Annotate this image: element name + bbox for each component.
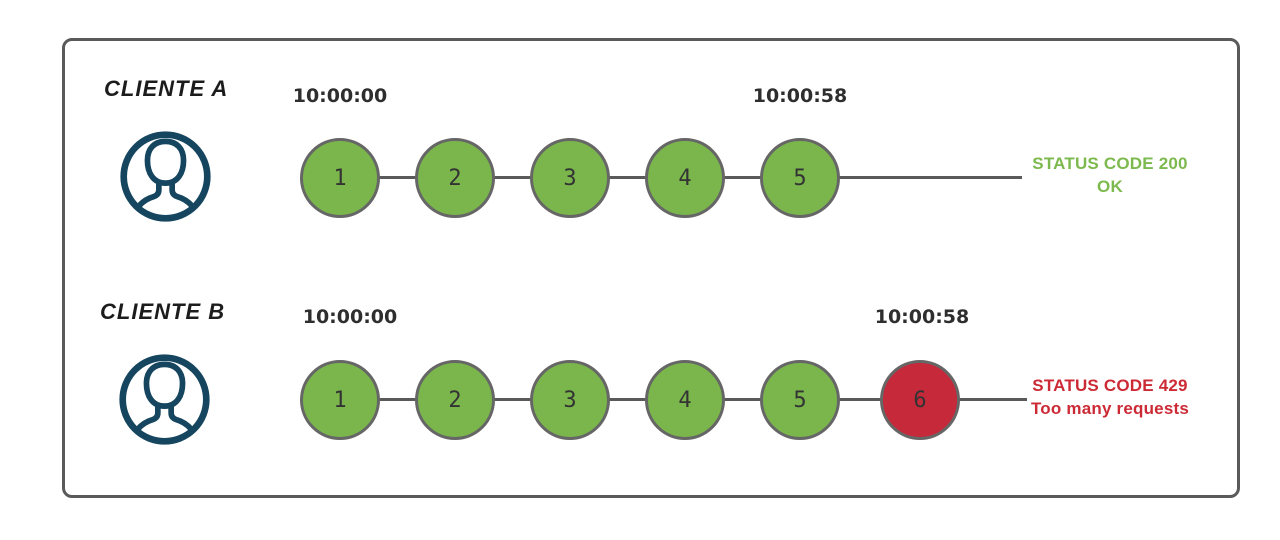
request-node-a2: 2 bbox=[415, 138, 495, 218]
request-number: 2 bbox=[448, 165, 462, 191]
request-number: 4 bbox=[678, 387, 692, 413]
status-message-text: Too many requests bbox=[1030, 399, 1189, 418]
request-node-b1: 1 bbox=[300, 360, 380, 440]
request-number: 6 bbox=[913, 387, 927, 413]
diagram-frame bbox=[62, 38, 1240, 498]
client-a-start-time: 10:00:00 bbox=[292, 85, 388, 107]
user-avatar-icon bbox=[119, 354, 210, 445]
client-a-end-time: 10:00:58 bbox=[752, 85, 848, 107]
request-number: 2 bbox=[448, 387, 462, 413]
request-node-a3: 3 bbox=[530, 138, 610, 218]
client-b-status: STATUS CODE 429 Too many requests bbox=[1018, 374, 1202, 420]
user-avatar-icon bbox=[120, 131, 211, 222]
request-node-a5: 5 bbox=[760, 138, 840, 218]
request-node-a1: 1 bbox=[300, 138, 380, 218]
status-message-text: OK bbox=[1097, 177, 1123, 196]
status-code-text: STATUS CODE 200 bbox=[1032, 154, 1188, 173]
client-b-label: CLIENTE B bbox=[100, 299, 226, 324]
request-number: 1 bbox=[333, 387, 347, 413]
request-number: 4 bbox=[678, 165, 692, 191]
client-b-end-time: 10:00:58 bbox=[874, 306, 970, 328]
client-b-start-time: 10:00:00 bbox=[302, 306, 398, 328]
request-node-b5: 5 bbox=[760, 360, 840, 440]
request-node-b3: 3 bbox=[530, 360, 610, 440]
request-number: 1 bbox=[333, 165, 347, 191]
request-number: 3 bbox=[563, 165, 577, 191]
request-node-b4: 4 bbox=[645, 360, 725, 440]
client-a-status: STATUS CODE 200 OK bbox=[1018, 152, 1202, 198]
request-number: 5 bbox=[793, 387, 807, 413]
request-number: 5 bbox=[793, 165, 807, 191]
request-node-b2: 2 bbox=[415, 360, 495, 440]
request-node-a4: 4 bbox=[645, 138, 725, 218]
request-node-b6-rejected: 6 bbox=[880, 360, 960, 440]
client-a-label: CLIENTE A bbox=[104, 76, 229, 101]
status-code-text: STATUS CODE 429 bbox=[1032, 376, 1188, 395]
request-number: 3 bbox=[563, 387, 577, 413]
